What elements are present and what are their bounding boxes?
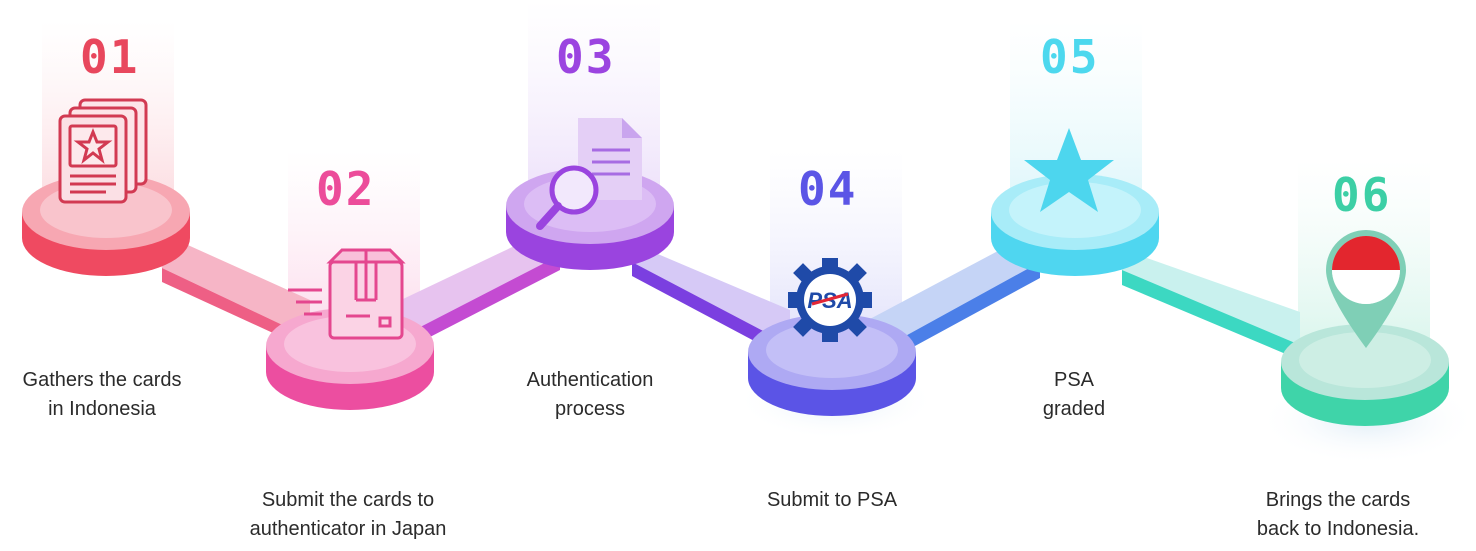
step-caption-04: Submit to PSA — [702, 486, 962, 515]
step-caption-06: Brings the cards back to Indonesia. — [1208, 486, 1468, 544]
step-caption-05: PSA graded — [944, 366, 1204, 424]
caption-line: in Indonesia — [48, 398, 156, 420]
caption-line: process — [554, 398, 626, 420]
platform-06 — [1281, 324, 1449, 426]
bridge-05-06-side — [1122, 270, 1300, 360]
bridge-04-05 — [868, 235, 1040, 350]
caption-line: Brings the cards — [1265, 489, 1411, 511]
shipping-box-icon — [288, 248, 406, 340]
bridge-01-02 — [150, 228, 310, 338]
step-number-05: 05 — [1040, 30, 1100, 84]
connector-bridges — [150, 228, 1300, 365]
bridge-01-02-side — [162, 268, 310, 350]
step-caption-01: Gathers the cards in Indonesia — [0, 366, 232, 424]
caption-line: back to Indonesia. — [1256, 518, 1420, 540]
caption-line: PSA — [1053, 369, 1095, 391]
caption-line: Authentication — [526, 369, 654, 391]
bridge-03-04-side — [632, 262, 790, 360]
caption-line: Submit the cards to — [261, 489, 435, 511]
step-number-01: 01 — [80, 30, 140, 84]
bridge-03-04 — [620, 238, 790, 345]
bridge-05-06 — [1110, 245, 1300, 345]
document-magnifier-icon — [536, 118, 642, 230]
psa-gear-icon: PSA — [788, 258, 872, 342]
step-number-04: 04 — [798, 162, 858, 216]
platform-04 — [748, 314, 916, 416]
bridge-02-03-side — [395, 255, 560, 355]
caption-line: graded — [1042, 398, 1106, 420]
step-caption-03: Authentication process — [460, 366, 720, 424]
step-number-06: 06 — [1332, 168, 1392, 222]
caption-line: Gathers the cards — [22, 369, 182, 391]
caption-line: Submit to PSA — [766, 489, 898, 511]
platform-05 — [991, 174, 1159, 276]
step-number-03: 03 — [556, 30, 616, 84]
bridge-04-05-side — [880, 262, 1040, 365]
step-number-02: 02 — [316, 162, 376, 216]
bridge-02-03 — [380, 230, 560, 340]
step-caption-02: Submit the cards to authenticator in Jap… — [218, 486, 478, 544]
star-icon — [1024, 128, 1114, 212]
indonesia-flag-pin-icon — [1326, 230, 1406, 348]
card-star-icon — [58, 98, 148, 204]
caption-line: authenticator in Japan — [249, 518, 447, 540]
